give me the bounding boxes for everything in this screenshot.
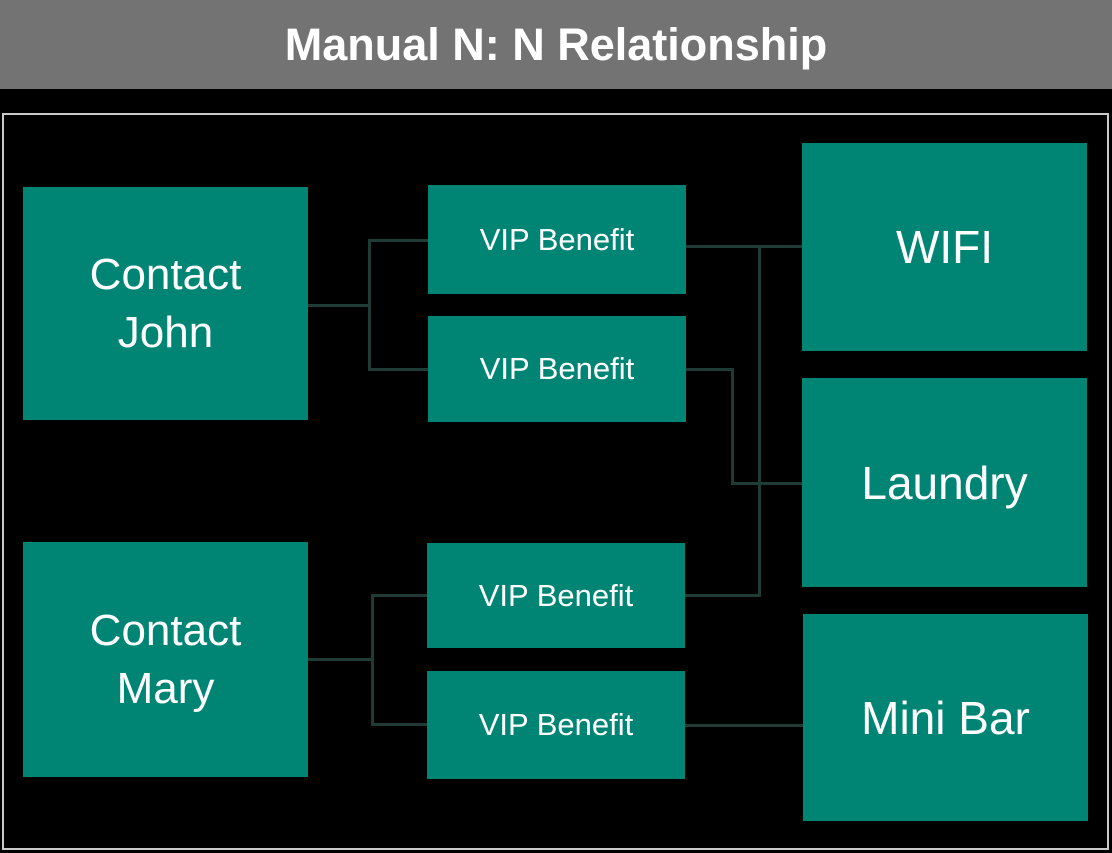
contact-john-line2: John [117,307,214,357]
title-bar: Manual N: N Relationship [0,0,1112,89]
wifi-label: WIFI [895,221,994,273]
vip-benefit-1-label: VIP Benefit [479,221,635,257]
node-contact-mary-label: Contact Mary [90,602,242,718]
node-contact-john: Contact John [23,187,308,420]
node-mini-bar: Mini Bar [803,614,1088,821]
connector-vip4-minibar [685,724,803,727]
vip-benefit-2-label: VIP Benefit [479,351,635,386]
contact-mary-line2: Mary [116,663,215,713]
connector-john-branch [368,239,371,371]
connector-vip1-wifi [686,245,802,248]
node-vip-benefit-1: VIP Benefit [428,185,686,294]
contact-john-line1: Contact [89,249,242,299]
connector-vip2-out [686,368,733,371]
node-contact-john-label: Contact John [90,246,242,362]
connector-john-vip2 [368,368,428,371]
connector-vip2-drop [731,368,734,485]
connector-mary-branch [371,594,374,726]
mini-bar-label: Mini Bar [861,691,1030,744]
connector-john-vip1 [368,239,428,242]
vip-benefit-3-label: VIP Benefit [478,577,634,613]
page-title: Manual N: N Relationship [284,18,828,70]
laundry-label: Laundry [861,456,1028,509]
connector-john-out [308,304,370,307]
node-wifi: WIFI [802,143,1087,351]
node-contact-mary: Contact Mary [23,542,308,777]
connector-vip3-out [685,594,761,597]
connector-vip3-wifi-riser [758,245,761,597]
node-vip-benefit-3: VIP Benefit [427,543,685,648]
connector-mary-vip3 [371,594,427,597]
connector-mary-out [308,658,374,661]
node-vip-benefit-2: VIP Benefit [428,316,686,422]
node-vip-benefit-4: VIP Benefit [427,671,685,779]
contact-mary-line1: Contact [89,605,242,655]
connector-mary-vip4 [371,723,427,726]
vip-benefit-4-label: VIP Benefit [478,707,634,742]
connector-vip2-laundry [731,482,802,485]
node-laundry: Laundry [802,378,1087,587]
